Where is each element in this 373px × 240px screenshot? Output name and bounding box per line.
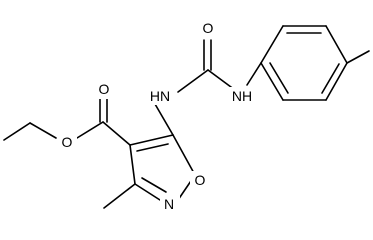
double-bond-inner bbox=[321, 63, 340, 94]
bond-c4-c5 bbox=[129, 134, 174, 146]
methyl-bond-aryl bbox=[346, 50, 370, 64]
bond-ester-c-o bbox=[76, 121, 104, 139]
bond bbox=[260, 62, 284, 101]
double-bond-c4-c5 bbox=[136, 143, 169, 152]
molecule-canvas: O HN NH O O O N bbox=[3, 18, 370, 213]
bond-c4-ester-c bbox=[102, 121, 131, 146]
bond-c5-o bbox=[172, 134, 196, 176]
bond-c3-c4 bbox=[129, 144, 136, 185]
atom-o-ester-ether: O bbox=[62, 134, 73, 150]
isoxazole-ring bbox=[129, 134, 196, 201]
bond-o-ch2 bbox=[29, 122, 57, 139]
methyl-bond-isoxazole bbox=[103, 183, 136, 209]
bond-urea-c-hn bbox=[177, 69, 209, 93]
double-bond-inner bbox=[269, 62, 289, 94]
atom-o-urea: O bbox=[203, 20, 214, 36]
atom-o-ester-carbonyl: O bbox=[99, 81, 110, 97]
atom-n-ring: N bbox=[164, 196, 174, 212]
tolyl-ring bbox=[260, 25, 348, 101]
bond bbox=[325, 62, 348, 101]
double-bond-n-c3 bbox=[141, 177, 167, 193]
atom-hn-left: HN bbox=[150, 88, 170, 104]
bond bbox=[260, 25, 284, 64]
atom-o-ring: O bbox=[195, 172, 206, 188]
bond bbox=[325, 25, 348, 64]
bond-ch2-ch3 bbox=[3, 122, 31, 141]
bond-n-c3 bbox=[134, 183, 161, 201]
molecule-structure: O HN NH O O O N bbox=[3, 18, 370, 213]
bond-nh-aryl bbox=[246, 62, 262, 86]
bond-urea-c-nh bbox=[207, 69, 236, 91]
bond-hn-c5 bbox=[154, 103, 174, 136]
atom-nh-right: NH bbox=[232, 88, 252, 104]
